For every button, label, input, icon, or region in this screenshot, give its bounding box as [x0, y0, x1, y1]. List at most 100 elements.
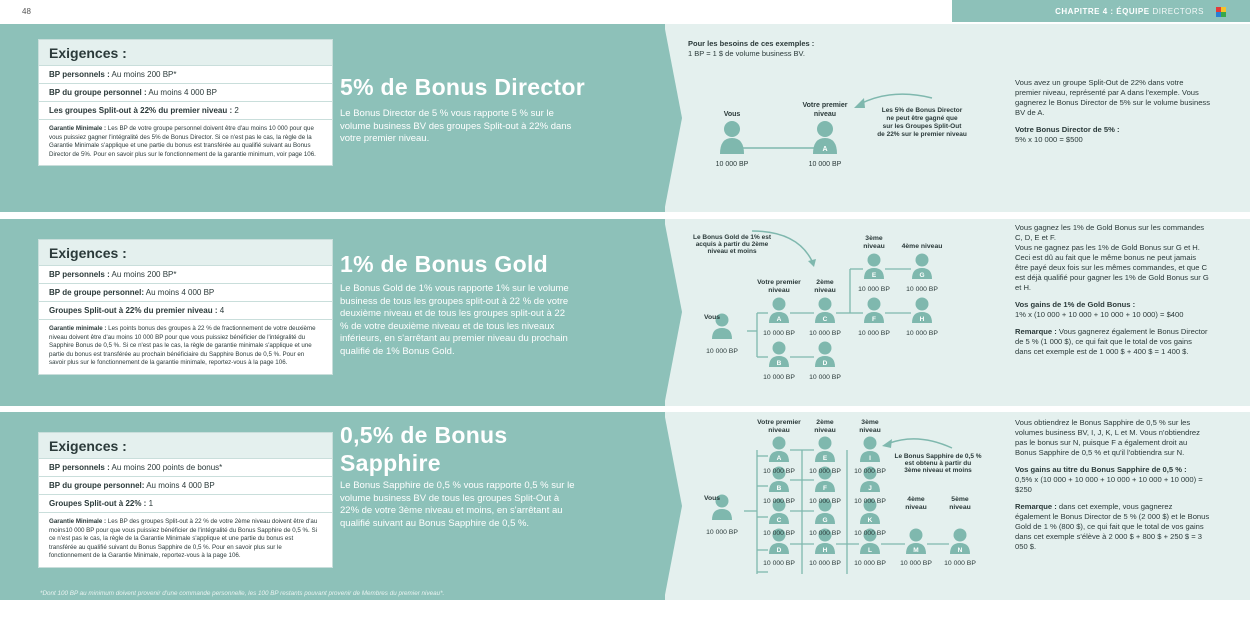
sapphire-bonus-section: Exigences : BP personnels : Au moins 200… — [0, 412, 1250, 600]
person-icon: D — [815, 341, 835, 367]
member-letter: I — [869, 455, 871, 462]
level-header: 5ème — [951, 496, 969, 503]
member-letter: D — [823, 360, 828, 367]
person-icon: D — [769, 528, 789, 554]
section-title: 0,5% de Bonus Sapphire — [340, 422, 508, 476]
svg-text:3ème niveau et moins: 3ème niveau et moins — [904, 467, 972, 474]
bp-value: 10 000 BP — [906, 330, 938, 337]
member-letter: F — [872, 316, 876, 323]
svg-text:Votre premier: Votre premier — [803, 102, 848, 109]
bp-value: 10 000 BP — [858, 330, 890, 337]
member-letter: G — [822, 517, 827, 524]
person-icon: C — [769, 498, 789, 524]
person-icon: H — [912, 297, 932, 323]
section-description: Le Bonus Gold de 1% vous rapporte 1% sur… — [340, 283, 569, 357]
person-icon: G — [912, 253, 932, 279]
vous-label: Vous — [704, 495, 720, 502]
svg-text:A: A — [822, 146, 827, 153]
requirement-row: BP du groupe personnel : Au moins 4 000 … — [39, 83, 332, 101]
requirement-row: BP personnels : Au moins 200 points de b… — [39, 458, 332, 476]
minimum-guarantee-note: Garantie Minimale : Les BP de votre grou… — [39, 119, 332, 165]
svg-text:Vous: Vous — [724, 111, 741, 118]
svg-text:niveau et moins: niveau et moins — [707, 248, 757, 255]
person-icon: F — [864, 297, 884, 323]
bp-value: 10 000 BP — [809, 330, 841, 337]
requirements-box: Exigences : BP personnels : Au moins 200… — [38, 239, 333, 375]
vous-label: Vous — [704, 314, 720, 321]
section-description: Le Bonus Sapphire de 0,5 % vous rapporte… — [340, 480, 575, 529]
requirements-title: Exigences : — [39, 40, 332, 65]
example-heading: Pour les besoins de ces exemples : — [688, 39, 814, 48]
person-icon: K — [860, 498, 880, 524]
person-icon — [813, 121, 837, 154]
svg-text:acquis à partir du 2ème: acquis à partir du 2ème — [696, 241, 769, 248]
level-header: 3ème — [861, 419, 879, 426]
member-letter: K — [868, 517, 873, 524]
bp-value: 10 000 BP — [809, 530, 841, 537]
member-letter: D — [777, 547, 782, 554]
gold-explanation: Vous gagnez les 1% de Gold Bonus sur les… — [1015, 223, 1209, 357]
chapter-label: CHAPITRE 4 : — [1055, 6, 1114, 16]
person-icon: C — [815, 297, 835, 323]
minimum-guarantee-note: Garantie minimale : Les points bonus des… — [39, 319, 332, 374]
bp-value: 10 000 BP — [854, 468, 886, 475]
section-description: Le Bonus Director de 5 % vous rapporte 5… — [340, 108, 572, 145]
svg-text:Le Bonus Gold de 1% est: Le Bonus Gold de 1% est — [693, 234, 772, 241]
svg-text:10 000 BP: 10 000 BP — [716, 161, 749, 168]
member-letter: G — [919, 272, 924, 279]
bp-value: 10 000 BP — [763, 498, 795, 505]
brand-logo-icon — [1216, 7, 1226, 17]
example-text: 1 BP = 1 $ de volume business BV. — [688, 49, 805, 58]
svg-text:10 000 BP: 10 000 BP — [809, 161, 842, 168]
person-icon: B — [769, 341, 789, 367]
bp-value: 10 000 BP — [706, 348, 738, 355]
person-icon — [712, 313, 732, 339]
bp-value: 10 000 BP — [900, 560, 932, 567]
person-icon: E — [815, 436, 835, 462]
level-header: 4ème niveau — [902, 243, 943, 250]
requirements-box: Exigences : BP personnels : Au moins 200… — [38, 39, 333, 167]
level-header: 4ème — [907, 496, 925, 503]
requirement-row: BP du groupe personnel: Au moins 4 000 B… — [39, 476, 332, 494]
bp-value: 10 000 BP — [763, 330, 795, 337]
requirement-row: Groupes Split-out à 22% du premier nivea… — [39, 301, 332, 319]
level-header: niveau — [905, 504, 927, 511]
bp-value: 10 000 BP — [906, 286, 938, 293]
member-letter: M — [913, 547, 918, 554]
section-title: 1% de Bonus Gold — [340, 251, 548, 277]
minimum-guarantee-note: Garantie Minimale : Les BP des groupes S… — [39, 512, 332, 567]
requirement-row: BP de groupe personnel: Au moins 4 000 B… — [39, 283, 332, 301]
member-letter: J — [868, 485, 872, 492]
person-icon: J — [860, 466, 880, 492]
person-icon: A — [769, 436, 789, 462]
member-letter: N — [958, 547, 963, 554]
requirement-row: Les groupes Split-out à 22% du premier n… — [39, 101, 332, 119]
person-icon: H — [815, 528, 835, 554]
level-header: Votre premier — [757, 279, 801, 286]
member-letter: B — [777, 485, 782, 492]
svg-text:sur les Groupes Split-Out: sur les Groupes Split-Out — [883, 123, 963, 130]
bp-value: 10 000 BP — [763, 560, 795, 567]
person-icon: B — [769, 466, 789, 492]
level-header: niveau — [814, 287, 836, 294]
person-icon: F — [815, 466, 835, 492]
svg-text:Le Bonus Sapphire de 0,5 %: Le Bonus Sapphire de 0,5 % — [894, 453, 981, 460]
sapphire-explanation: Vous obtiendrez le Bonus Sapphire de 0,5… — [1015, 418, 1210, 552]
person-icon: I — [860, 436, 880, 462]
level-header: 2ème — [816, 279, 834, 286]
requirement-row: BP personnels : Au moins 200 BP* — [39, 265, 332, 283]
member-letter: C — [823, 316, 828, 323]
footnote: *Dont 100 BP au minimum doivent provenir… — [40, 590, 445, 597]
gold-bonus-section: Exigences : BP personnels : Au moins 200… — [0, 219, 1250, 406]
person-icon: A — [769, 297, 789, 323]
person-icon — [720, 121, 744, 154]
bp-value: 10 000 BP — [763, 468, 795, 475]
requirements-title: Exigences : — [39, 240, 332, 265]
requirements-box: Exigences : BP personnels : Au moins 200… — [38, 432, 333, 568]
bp-value: 10 000 BP — [809, 374, 841, 381]
level-header: 3ème — [865, 235, 883, 242]
member-letter: F — [823, 485, 827, 492]
bp-value: 10 000 BP — [809, 560, 841, 567]
bp-value: 10 000 BP — [763, 374, 795, 381]
